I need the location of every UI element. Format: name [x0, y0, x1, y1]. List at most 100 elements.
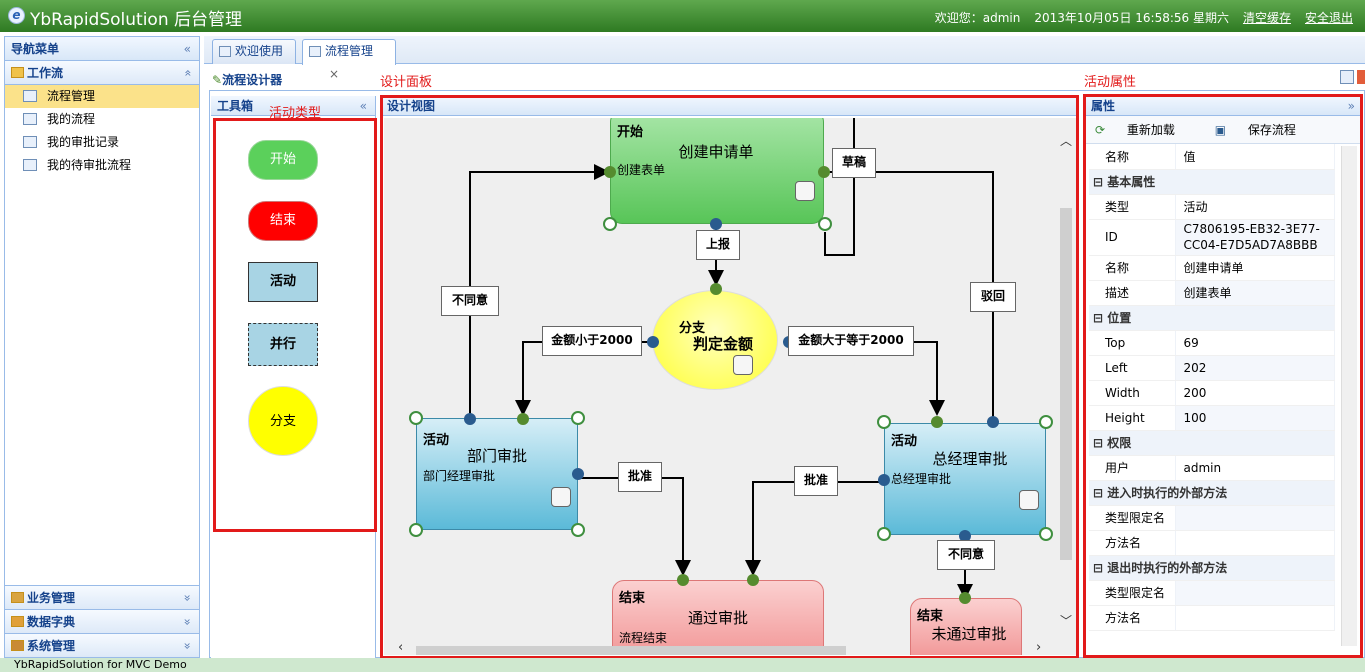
group-position[interactable]: ⊟ 位置	[1089, 305, 1335, 331]
scroll-up-icon[interactable]: ︿	[1060, 134, 1073, 148]
save-process-button[interactable]: ▣ 保存流程	[1215, 123, 1314, 137]
group-permission[interactable]: ⊟ 权限	[1089, 430, 1335, 456]
connector-anchor[interactable]	[647, 336, 659, 348]
panel-close-icon[interactable]	[1357, 70, 1365, 84]
edge-label-reject[interactable]: 驳回	[970, 282, 1016, 312]
reload-button[interactable]: ⟳ 重新加载	[1095, 123, 1193, 137]
sidebar-item-pending-approvals[interactable]: 我的待审批流程	[5, 154, 199, 177]
clear-cache-link[interactable]: 清空缓存	[1242, 11, 1291, 25]
edge-label-lt2000[interactable]: 金额小于2000	[542, 326, 642, 356]
edge-label-approve-left[interactable]: 批准	[618, 462, 662, 492]
resize-handle[interactable]	[818, 217, 832, 231]
prop-value[interactable]: 创建表单	[1175, 280, 1335, 306]
prop-value[interactable]: 活动	[1175, 194, 1335, 220]
node-checkbox[interactable]	[1019, 490, 1039, 510]
scroll-left-icon[interactable]: ‹	[398, 640, 404, 655]
connector-anchor[interactable]	[959, 530, 971, 542]
tab-process-management[interactable]: 流程管理×	[302, 39, 396, 81]
connector-anchor[interactable]	[747, 574, 759, 586]
expand-icon[interactable]: »	[180, 594, 195, 602]
accordion-workflow[interactable]: 工作流 »	[5, 61, 199, 85]
expand-icon[interactable]: »	[180, 642, 195, 650]
resize-handle[interactable]	[877, 527, 891, 541]
resize-handle[interactable]	[571, 523, 585, 537]
sidebar-item-process-management[interactable]: 流程管理	[5, 85, 199, 108]
collapse-sidebar-icon[interactable]: «	[183, 42, 191, 56]
prop-value[interactable]: 69	[1175, 330, 1335, 356]
horizontal-scrollbar[interactable]	[416, 646, 846, 655]
props-scrollbar[interactable]	[1341, 146, 1357, 646]
edge-label-ge2000[interactable]: 金额大于等于2000	[788, 326, 914, 356]
edge-label-draft[interactable]: 草稿	[832, 148, 876, 178]
prop-value[interactable]	[1175, 505, 1335, 531]
accordion-system[interactable]: 系统管理 »	[5, 633, 199, 657]
connector-anchor[interactable]	[464, 413, 476, 425]
connector-anchor[interactable]	[710, 283, 722, 295]
node-name: 未通过审批	[931, 625, 1007, 643]
connector-anchor[interactable]	[818, 166, 830, 178]
flow-canvas[interactable]: 开始 创建申请单 创建表单 分支 判定金额 活动 部门审批 部门经理审批 活动 …	[384, 118, 1077, 655]
group-enter-method[interactable]: ⊟ 进入时执行的外部方法	[1089, 480, 1335, 506]
accordion-business[interactable]: 业务管理 »	[5, 585, 199, 609]
tab-welcome[interactable]: 欢迎使用	[212, 39, 296, 64]
prop-value[interactable]: C7806195-EB32-3E77-CC04-E7D5AD7A8BBB	[1175, 219, 1335, 256]
accordion-dictionary[interactable]: 数据字典 »	[5, 609, 199, 633]
tool-activity[interactable]: 活动	[248, 262, 318, 302]
sidebar-item-label: 我的审批记录	[47, 135, 120, 149]
node-create-request[interactable]: 开始 创建申请单 创建表单	[610, 118, 824, 224]
prop-value[interactable]: 创建申请单	[1175, 255, 1335, 281]
prop-value[interactable]: admin	[1175, 455, 1335, 481]
sidebar-item-my-process[interactable]: 我的流程	[5, 108, 199, 131]
connector-anchor[interactable]	[677, 574, 689, 586]
edge-label-disagree-right[interactable]: 不同意	[937, 540, 995, 570]
connector-anchor[interactable]	[931, 416, 943, 428]
connector-anchor[interactable]	[878, 474, 890, 486]
node-dept-approval[interactable]: 活动 部门审批 部门经理审批	[416, 418, 578, 530]
resize-handle[interactable]	[1039, 415, 1053, 429]
edge-label-submit[interactable]: 上报	[696, 230, 740, 260]
resize-handle[interactable]	[409, 523, 423, 537]
edge-label-approve-right[interactable]: 批准	[794, 466, 838, 496]
node-checkbox[interactable]	[795, 181, 815, 201]
resize-handle[interactable]	[1039, 527, 1053, 541]
expand-icon[interactable]: »	[180, 618, 195, 626]
vertical-scrollbar[interactable]	[1060, 208, 1072, 560]
resize-handle[interactable]	[571, 411, 585, 425]
sidebar-item-my-approval-records[interactable]: 我的审批记录	[5, 131, 199, 154]
tool-start[interactable]: 开始	[248, 140, 318, 180]
connector-anchor[interactable]	[517, 413, 529, 425]
connector-anchor[interactable]	[572, 468, 584, 480]
resize-handle[interactable]	[877, 415, 891, 429]
node-checkbox[interactable]	[733, 355, 753, 375]
logout-link[interactable]: 安全退出	[1304, 11, 1353, 25]
collapse-props-icon[interactable]: »	[1347, 99, 1355, 113]
tool-parallel[interactable]: 并行	[248, 323, 318, 366]
prop-value[interactable]	[1175, 580, 1335, 606]
prop-value[interactable]	[1175, 530, 1335, 556]
tab-close-icon[interactable]: ×	[329, 67, 340, 81]
connector-anchor[interactable]	[959, 592, 971, 604]
prop-value[interactable]: 100	[1175, 405, 1335, 431]
group-exit-method[interactable]: ⊟ 退出时执行的外部方法	[1089, 555, 1335, 581]
accordion-collapse-icon[interactable]: »	[180, 69, 195, 77]
prop-value[interactable]: 200	[1175, 380, 1335, 406]
collapse-toolbox-icon[interactable]: «	[359, 99, 367, 113]
panel-restore-icon[interactable]	[1340, 70, 1354, 84]
edge-label-disagree-left[interactable]: 不同意	[441, 286, 499, 316]
node-branch-amount[interactable]: 分支 判定金额	[652, 290, 778, 390]
node-pass-approval[interactable]: 结束 通过审批 流程结束	[612, 580, 824, 655]
connector-anchor[interactable]	[710, 218, 722, 230]
connector-anchor[interactable]	[987, 416, 999, 428]
node-checkbox[interactable]	[551, 487, 571, 507]
resize-handle[interactable]	[409, 411, 423, 425]
scroll-down-icon[interactable]: ﹀	[1060, 614, 1073, 628]
tool-branch[interactable]: 分支	[248, 386, 318, 456]
scroll-right-icon[interactable]: ›	[1036, 640, 1042, 655]
connector-anchor[interactable]	[604, 166, 616, 178]
group-basic[interactable]: ⊟ 基本属性	[1089, 169, 1335, 195]
prop-value[interactable]	[1175, 605, 1335, 631]
resize-handle[interactable]	[603, 217, 617, 231]
node-gm-approval[interactable]: 活动 总经理审批 总经理审批	[884, 423, 1046, 535]
tool-end[interactable]: 结束	[248, 201, 318, 241]
prop-value[interactable]: 202	[1175, 355, 1335, 381]
